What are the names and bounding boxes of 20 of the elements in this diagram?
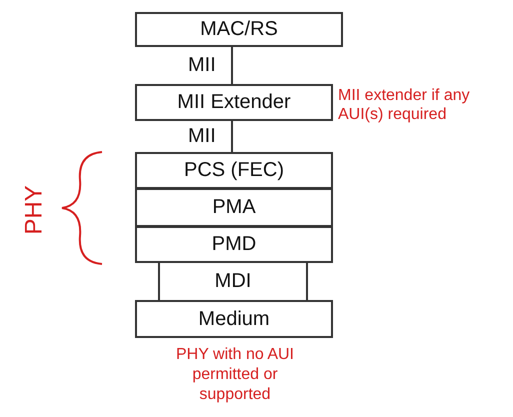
layer-name: PCS (FEC) — [184, 159, 284, 182]
layer-name: Medium — [198, 308, 270, 330]
group-label: PHY — [20, 185, 49, 235]
layer-name: MDI — [214, 270, 252, 293]
layer-box — [135, 12, 343, 47]
connector-line — [231, 121, 233, 152]
layer-name: PMD — [212, 233, 256, 256]
edge-label: MII — [188, 124, 216, 148]
layer-name: PMA — [212, 196, 256, 219]
layer-box — [135, 84, 333, 121]
layer-box — [135, 188, 333, 227]
connector-line — [231, 47, 233, 84]
layer-name: MAC/RS — [200, 18, 278, 41]
layer-box — [135, 152, 333, 189]
side-note: MII extender if any AUI(s) required — [338, 86, 471, 124]
note: PHY with no AUI permitted or supported — [175, 345, 295, 405]
edge-label: MII — [188, 54, 216, 76]
layer-box — [135, 300, 333, 338]
layer-box — [135, 226, 333, 263]
layer-name: MII Extender — [177, 91, 291, 114]
